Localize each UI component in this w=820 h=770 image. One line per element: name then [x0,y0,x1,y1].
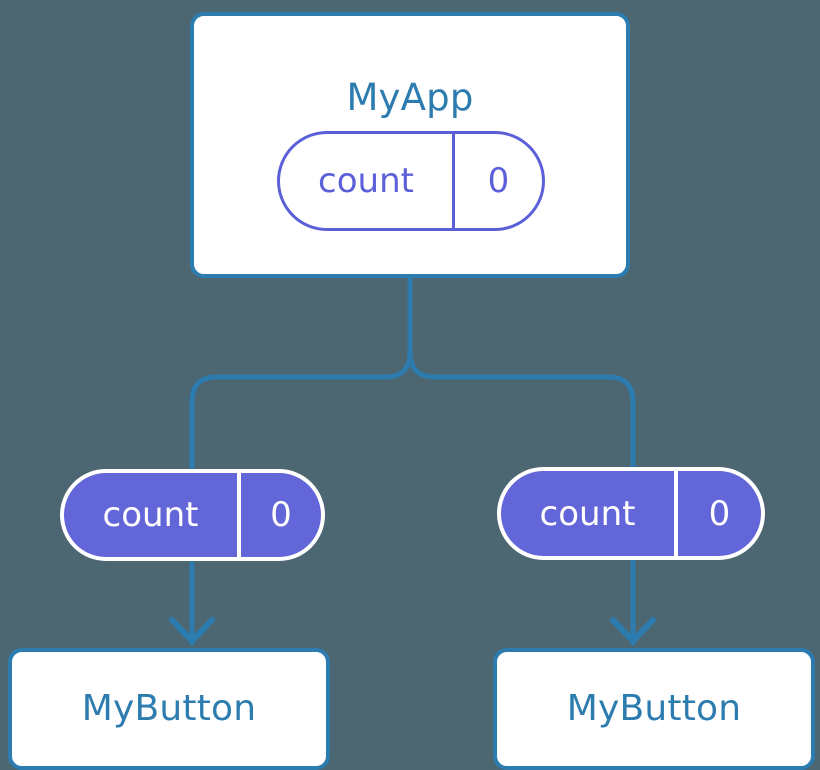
state-pill-myapp-count[interactable]: count 0 [277,131,545,231]
state-pill-key: count [280,134,455,228]
component-title-myapp: MyApp [346,76,474,119]
component-node-mybutton-right[interactable]: MyButton [493,648,815,770]
prop-pill-right-count[interactable]: count 0 [497,467,765,560]
arrow-right-head [610,617,656,644]
prop-pill-value: 0 [708,493,731,534]
prop-pill-left-count[interactable]: count 0 [60,469,325,561]
prop-pill-key: count [64,473,241,557]
component-title-mybutton-left: MyButton [81,688,257,729]
connector-root-to-left [189,275,413,473]
component-node-mybutton-left[interactable]: MyButton [8,648,330,770]
state-pill-value: 0 [487,161,510,201]
component-title-mybutton-right: MyButton [566,688,742,729]
prop-pill-value: 0 [270,495,292,535]
connector-root-to-right [407,275,636,471]
prop-pill-key: count [501,471,678,556]
component-node-myapp[interactable]: MyApp [190,12,630,278]
arrow-left-head [169,617,215,644]
